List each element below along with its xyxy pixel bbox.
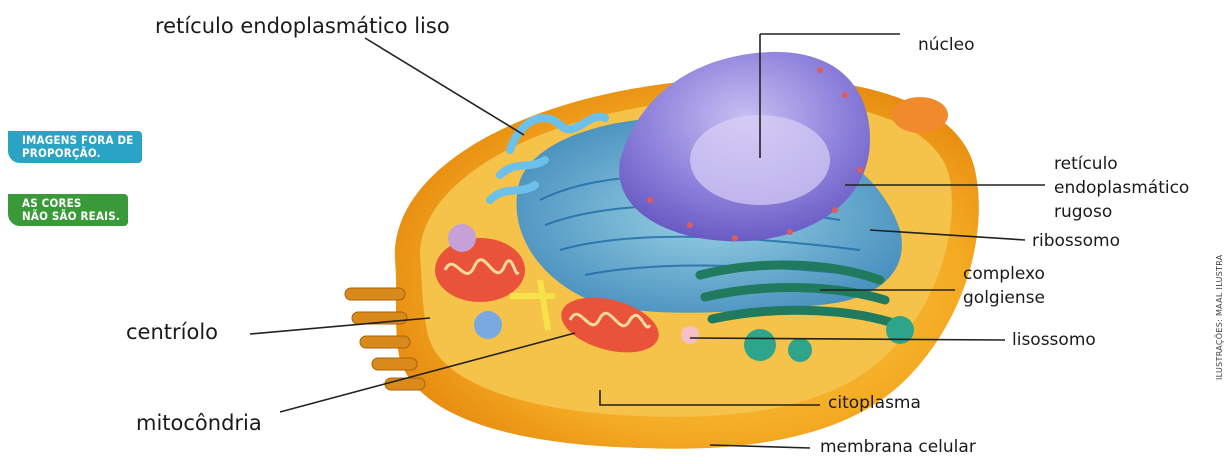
label-nucleus: núcleo xyxy=(918,36,974,56)
label-ribosome: ribossomo xyxy=(1032,232,1120,252)
label-smooth-er: retículo endoplasmático liso xyxy=(155,14,450,38)
label-rough-er-2: endoplasmático xyxy=(1054,179,1189,199)
label-lysosome: lisossomo xyxy=(1012,331,1096,351)
label-rough-er-1: retículo xyxy=(1054,155,1118,175)
badge-colors-not-real: AS CORES NÃO SÃO REAIS. xyxy=(8,194,128,226)
lysosome-shape xyxy=(681,326,699,344)
label-rough-er-3: rugoso xyxy=(1054,203,1112,223)
label-golgi-2: golgiense xyxy=(963,289,1045,309)
illustration-credit: ILUSTRAÇÕES: MAAL ILUSTRA xyxy=(1215,254,1224,380)
badge-proportion-line2: PROPORÇÃO. xyxy=(22,147,134,160)
badge-out-of-proportion: IMAGENS FORA DE PROPORÇÃO. xyxy=(8,131,142,163)
centrosome xyxy=(474,311,502,339)
label-cytoplasm: citoplasma xyxy=(828,394,921,414)
label-mitochondria: mitocôndria xyxy=(136,411,262,435)
badge-colors-line2: NÃO SÃO REAIS. xyxy=(22,210,120,223)
label-golgi-1: complexo xyxy=(963,265,1045,285)
vesicle xyxy=(448,224,476,252)
label-centriole: centríolo xyxy=(126,320,218,344)
label-cell-membrane: membrana celular xyxy=(820,438,976,458)
